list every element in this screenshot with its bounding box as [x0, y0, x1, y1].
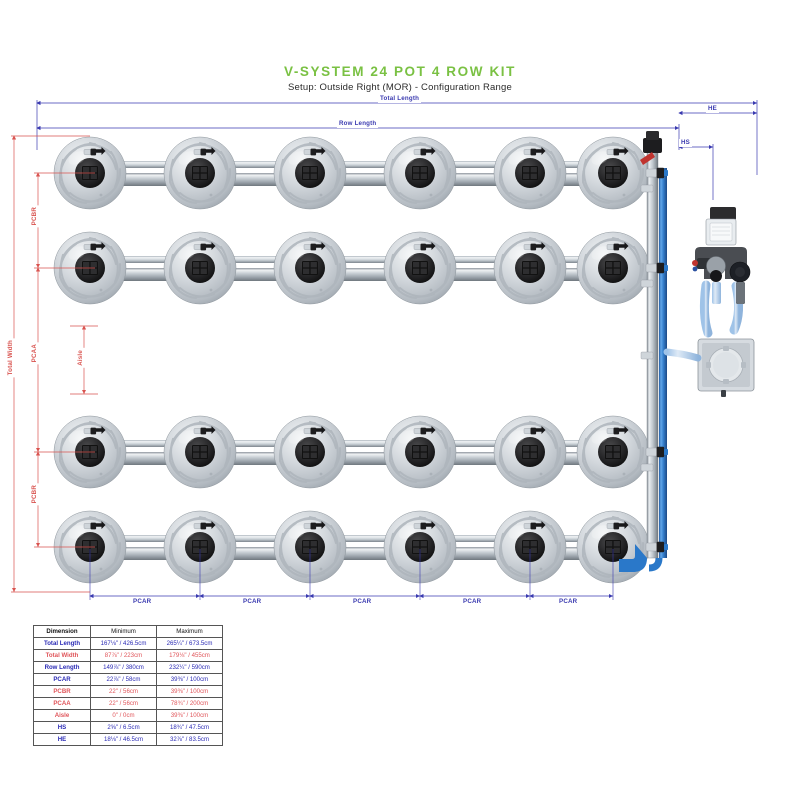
table-cell-maximum: 232¼" / 590cm: [156, 661, 223, 674]
table-cell-dimension: PCBR: [33, 685, 91, 698]
dimension-label-total-length: Total Length: [378, 95, 422, 103]
dimension-label-pcar-4: PCAR: [461, 598, 484, 606]
table-cell-dimension: Total Length: [33, 637, 91, 650]
table-cell-minimum: 22⅞" / 58cm: [90, 673, 157, 686]
table-cell-minimum: 0" / 0cm: [90, 709, 157, 722]
table-cell-dimension: PCAA: [33, 697, 91, 710]
dimension-label-pcar-1: PCAR: [131, 598, 154, 606]
table-cell-maximum: 39⅜" / 100cm: [156, 709, 223, 722]
reservoir-tank: [663, 338, 755, 397]
dimension-label-total-width: Total Width: [7, 338, 15, 378]
table-cell-maximum: 39⅜" / 100cm: [156, 685, 223, 698]
table-cell-dimension: Aisle: [33, 709, 91, 722]
table-cell-dimension: HS: [33, 721, 91, 734]
table-cell-dimension: PCAR: [33, 673, 91, 686]
table-cell-minimum: 167⅛" / 426.5cm: [90, 637, 157, 650]
pot-row-3: [52, 414, 651, 490]
dimension-label-pcbr-top: PCBR: [31, 205, 39, 228]
dimension-label-pcbr-bottom: PCBR: [31, 483, 39, 506]
table-cell-minimum: 18⅛" / 46.5cm: [90, 733, 157, 746]
table-cell-maximum: 32⅞" / 83.5cm: [156, 733, 223, 746]
table-cell-minimum: 87⅞" / 223cm: [90, 649, 157, 662]
table-header-cell: Minimum: [90, 625, 157, 638]
dimension-label-pcaa: PCAA: [31, 342, 39, 365]
pot-rows: [52, 135, 651, 585]
table-cell-minimum: 2⅝" / 6.5cm: [90, 721, 157, 734]
page-title: V-SYSTEM 24 POT 4 ROW KIT: [283, 64, 517, 79]
dimension-label-pcar-3: PCAR: [351, 598, 374, 606]
table-cell-maximum: 18¾" / 47.5cm: [156, 721, 223, 734]
page-subtitle: Setup: Outside Right (MOR) - Configurati…: [288, 82, 512, 93]
table-cell-minimum: 149⅞" / 380cm: [90, 661, 157, 674]
table-header-cell: Dimension: [33, 625, 91, 638]
pot-row-2: [52, 230, 651, 306]
table-cell-maximum: 78¾" / 200cm: [156, 697, 223, 710]
pot-row-1: [52, 135, 651, 211]
dimension-label-he: HE: [706, 105, 719, 113]
table-cell-minimum: 22" / 56cm: [90, 697, 157, 710]
pump-unit: [692, 207, 751, 338]
table-cell-maximum: 179⅛" / 455cm: [156, 649, 223, 662]
vertical-manifold: [619, 131, 669, 572]
table-header-cell: Maximum: [156, 625, 223, 638]
dimension-label-hs: HS: [679, 139, 692, 147]
table-cell-dimension: Row Length: [33, 661, 91, 674]
table-cell-minimum: 22" / 56cm: [90, 685, 157, 698]
dimension-label-pcar-5: PCAR: [557, 598, 580, 606]
table-cell-dimension: Total Width: [33, 649, 91, 662]
dimension-label-row-length: Row Length: [337, 120, 379, 128]
pot-row-4: [52, 509, 651, 585]
table-cell-maximum: 265¼" / 673.5cm: [156, 637, 223, 650]
table-cell-dimension: HE: [33, 733, 91, 746]
dimension-label-aisle: Aisle: [77, 348, 85, 368]
dimension-label-pcar-2: PCAR: [241, 598, 264, 606]
table-cell-maximum: 39⅜" / 100cm: [156, 673, 223, 686]
